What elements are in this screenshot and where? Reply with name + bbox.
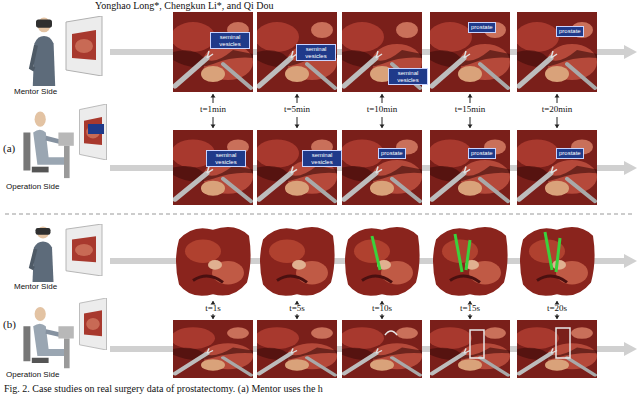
- structure-tag: seminal vesicles: [302, 150, 342, 167]
- time-label: t=20min: [542, 105, 573, 115]
- structure-tag: seminal vesicles: [388, 68, 428, 85]
- structure-tag: prostate: [556, 148, 584, 159]
- structure-tag: prostate: [378, 148, 406, 159]
- time-label: t=10min: [367, 105, 398, 115]
- time-label: t=1min: [200, 105, 226, 115]
- tag-text: prostate: [559, 28, 581, 35]
- panel-letter: (a): [3, 142, 15, 154]
- time-label: t=20s: [547, 304, 567, 314]
- time-label: t=1s: [205, 304, 221, 314]
- time-label: t=5s: [289, 304, 305, 314]
- panel-letter: (b): [3, 318, 16, 330]
- figure-caption: Fig. 2. Case studies on real surgery dat…: [4, 383, 323, 394]
- tag-text: seminal vesicles: [213, 34, 247, 47]
- time-label: t=10s: [372, 304, 392, 314]
- tag-text: seminal vesicles: [305, 152, 339, 165]
- structure-tag: seminal vesicles: [296, 44, 336, 61]
- tag-text: prostate: [559, 150, 581, 157]
- tag-text: prostate: [471, 24, 493, 31]
- side-label: Mentor Side: [14, 283, 57, 292]
- structure-tag: seminal vesicles: [210, 32, 250, 49]
- tag-text: seminal vesicles: [209, 152, 243, 165]
- time-label: t=15min: [455, 105, 486, 115]
- tag-text: seminal vesicles: [391, 70, 425, 83]
- time-label: t=15s: [460, 304, 480, 314]
- author-line: Yonghao Long*, Chengkun Li*, and Qi Dou: [95, 0, 273, 11]
- side-label: Operation Side: [6, 371, 59, 380]
- structure-tag: prostate: [556, 26, 584, 37]
- side-label: Operation Side: [6, 183, 59, 192]
- tag-text: prostate: [471, 150, 493, 157]
- tag-text: prostate: [381, 150, 403, 157]
- structure-tag: prostate: [468, 22, 496, 33]
- tag-text: seminal vesicles: [299, 46, 333, 59]
- structure-tag: prostate: [468, 148, 496, 159]
- time-label: t=5min: [284, 105, 310, 115]
- structure-tag: seminal vesicles: [206, 150, 246, 167]
- side-label: Mentor Side: [14, 88, 57, 97]
